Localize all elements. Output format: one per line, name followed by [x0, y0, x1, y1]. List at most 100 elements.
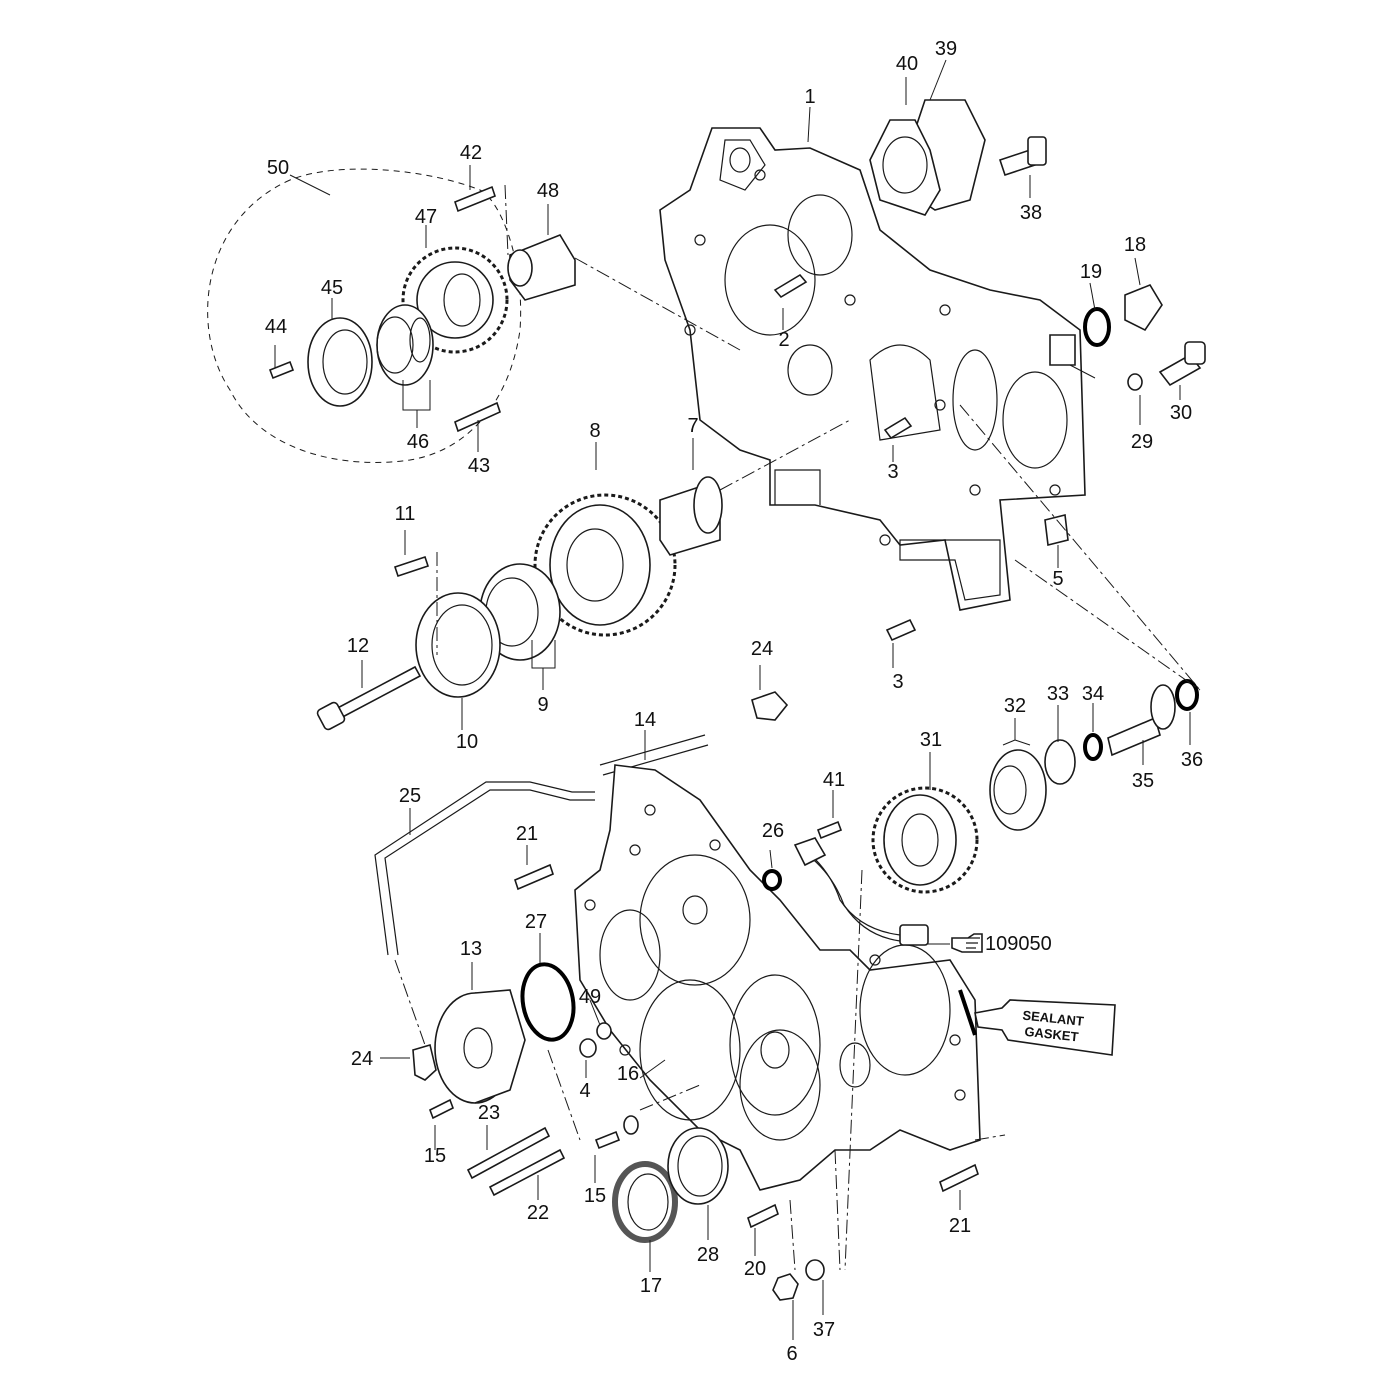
label-11: 11: [395, 503, 416, 525]
reference-code: 109050: [985, 933, 1052, 955]
o-ring-27: [520, 962, 576, 1042]
label-34: 34: [1082, 683, 1104, 705]
gear-8: [533, 493, 677, 637]
label-36: 36: [1181, 749, 1203, 771]
speed-sensor-cable: [804, 849, 901, 936]
label-20: 20: [744, 1258, 766, 1280]
label-40: 40: [896, 53, 918, 75]
gear-31: [871, 786, 979, 894]
bolt-22: [488, 1148, 566, 1197]
circlip-33: [1044, 739, 1076, 785]
stud-3-upper: [883, 416, 913, 440]
front-cover: [574, 764, 981, 1191]
oil-pipe-25: [384, 789, 595, 956]
bolt-11: [393, 555, 430, 578]
label-29: 29: [1131, 431, 1153, 453]
label-13: 13: [460, 938, 482, 960]
sealant-tube: [958, 989, 1116, 1056]
bolt-12: [328, 665, 422, 723]
sealant-label: SEALANT GASKET: [1022, 1008, 1085, 1045]
label-24-lower: 24: [351, 1048, 373, 1070]
bolt-43: [454, 401, 501, 433]
label-41: 41: [823, 769, 845, 791]
label-4: 4: [579, 1080, 590, 1102]
label-15-left: 15: [424, 1145, 446, 1167]
label-1: 1: [804, 86, 815, 108]
stud-2: [773, 273, 808, 299]
washer-29: [1127, 373, 1143, 391]
label-39: 39: [935, 38, 957, 60]
elbow-fitting-24-upper: [751, 691, 789, 721]
sealant-line1: SEALANT: [1022, 1008, 1085, 1029]
washer-16: [623, 1115, 639, 1135]
bolt-42: [454, 185, 496, 213]
gasket-40: [869, 119, 941, 216]
bolt-20: [747, 1203, 779, 1229]
label-24-upper: 24: [751, 638, 773, 660]
label-16: 16: [617, 1063, 639, 1085]
label-44: 44: [265, 316, 287, 338]
label-46: 46: [407, 431, 429, 453]
label-3-lower: 3: [892, 671, 903, 693]
label-35: 35: [1132, 770, 1154, 792]
bolt-21-lower: [939, 1163, 979, 1193]
label-21-upper: 21: [516, 823, 538, 845]
seal-17: [612, 1161, 678, 1243]
bolt-41: [816, 820, 843, 840]
label-43: 43: [468, 455, 490, 477]
label-21-lower: 21: [949, 1215, 971, 1237]
o-ring-26: [762, 869, 782, 891]
label-2: 2: [778, 329, 789, 351]
stud-3-lower: [885, 618, 917, 642]
pointing-hand-icon: [951, 933, 983, 953]
label-6: 6: [786, 1343, 797, 1365]
label-19: 19: [1080, 261, 1102, 283]
label-31: 31: [920, 729, 942, 751]
label-12: 12: [347, 635, 369, 657]
washer-37: [805, 1259, 825, 1281]
label-5: 5: [1052, 568, 1063, 590]
plug-4: [579, 1038, 597, 1058]
label-33: 33: [1047, 683, 1069, 705]
dowel-5: [1044, 514, 1069, 546]
timing-housing: [659, 127, 1086, 611]
sealant-line2: GASKET: [1024, 1024, 1080, 1045]
label-3-upper: 3: [887, 461, 898, 483]
label-23: 23: [478, 1102, 500, 1124]
label-14: 14: [634, 709, 656, 731]
label-32: 32: [1004, 695, 1026, 717]
bolt-15-left: [428, 1098, 455, 1120]
label-28: 28: [697, 1244, 719, 1266]
sensor-body: [793, 837, 827, 867]
bolt-21-upper: [514, 863, 554, 891]
shaft-48: [507, 234, 576, 301]
label-22: 22: [527, 1202, 549, 1224]
label-37: 37: [813, 1319, 835, 1341]
label-47: 47: [415, 206, 437, 228]
label-25: 25: [399, 785, 421, 807]
shaft-7: [659, 476, 723, 556]
pulley-13: [434, 989, 526, 1104]
label-7: 7: [687, 415, 698, 437]
label-49: 49: [579, 986, 601, 1008]
flange-10: [415, 592, 501, 698]
bolt-15-right: [594, 1130, 621, 1150]
callout-labels: 1 2 3 3 4 5 6 7 8 9 10 11 12 13 14 15 15…: [265, 38, 1203, 1365]
label-45: 45: [321, 277, 343, 299]
nut-6: [772, 1273, 799, 1301]
label-50: 50: [267, 157, 289, 179]
washer-49: [596, 1022, 612, 1040]
label-8: 8: [589, 420, 600, 442]
bolt-23: [466, 1126, 551, 1180]
o-ring-19: [1083, 307, 1111, 347]
plug-18: [1124, 284, 1163, 332]
label-30: 30: [1170, 402, 1192, 424]
label-26: 26: [762, 820, 784, 842]
label-18: 18: [1124, 234, 1146, 256]
label-38: 38: [1020, 202, 1042, 224]
label-10: 10: [456, 731, 478, 753]
bolt-44: [268, 360, 295, 380]
label-42: 42: [460, 142, 482, 164]
label-15-right: 15: [584, 1185, 606, 1207]
